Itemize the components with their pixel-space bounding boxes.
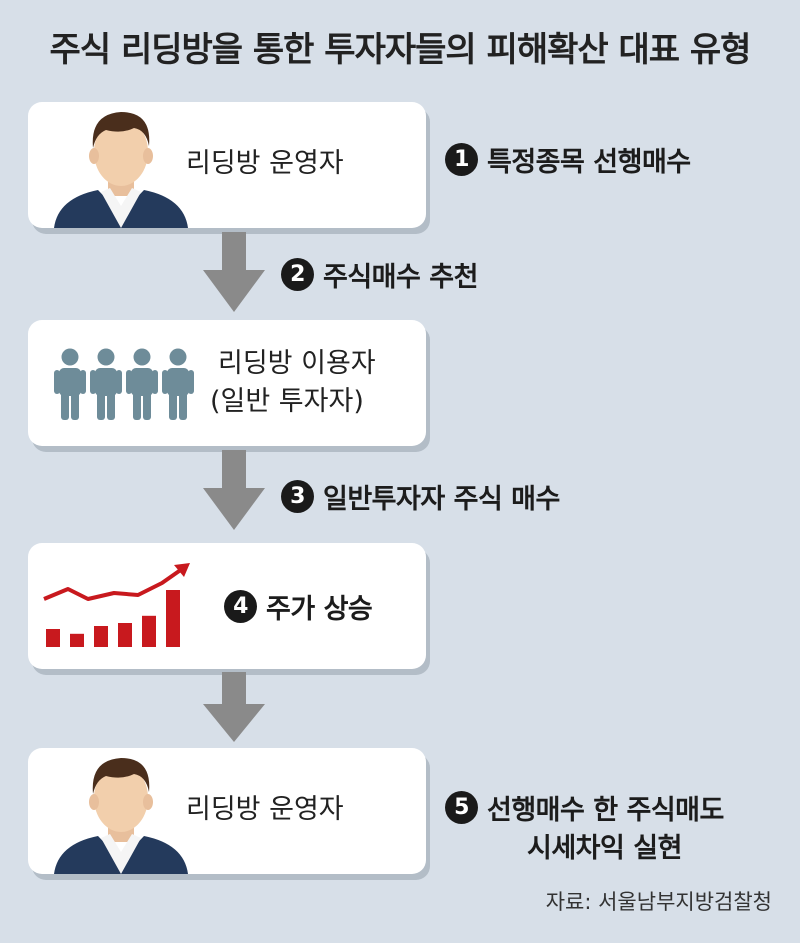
operator-card-bottom: 리딩방 운영자: [28, 748, 426, 874]
chart-icon-bar: [94, 626, 108, 647]
users-card: 리딩방 이용자 (일반 투자자): [28, 320, 426, 446]
step-5: 5 선행매수 한 주식매도: [445, 788, 724, 827]
operator-label-top: 리딩방 운영자: [186, 148, 344, 179]
chart-icon-bar: [46, 629, 60, 647]
step-5-label-line1: 선행매수 한 주식매도: [487, 795, 724, 826]
step-5-badge: 5: [445, 791, 478, 824]
step-3-label: 일반투자자 주식 매수: [323, 484, 560, 515]
step-4: 4 주가 상승: [224, 587, 373, 626]
step-3: 3 일반투자자 주식 매수: [281, 477, 560, 516]
down-arrow-icon: [203, 232, 265, 312]
step-5-label-line2: 시세차익 실현: [527, 833, 682, 864]
step-1-badge: 1: [445, 143, 478, 176]
down-arrow-icon: [203, 672, 265, 742]
users-label-line2: (일반 투자자): [210, 386, 364, 417]
down-arrow-icon: [203, 450, 265, 530]
man-avatar-icon: [54, 112, 188, 228]
step-1: 1 특정종목 선행매수: [445, 140, 691, 179]
man-avatar-icon: [54, 758, 188, 874]
step-4-badge: 4: [224, 590, 257, 623]
price-rise-card: 4 주가 상승: [28, 543, 426, 669]
step-2: 2 주식매수 추천: [281, 255, 478, 294]
chart-icon-bar: [166, 590, 180, 647]
users-label-line1: 리딩방 이용자: [218, 348, 376, 379]
people-group-icon: [54, 348, 194, 420]
rising-chart-icon: [43, 563, 190, 647]
operator-card-top: 리딩방 운영자: [28, 102, 426, 228]
chart-icon-bar: [118, 623, 132, 647]
step-2-label: 주식매수 추천: [323, 262, 478, 293]
page-title: 주식 리딩방을 통한 투자자들의 피해확산 대표 유형: [49, 30, 752, 70]
chart-icon-bar: [70, 633, 84, 647]
chart-icon-bar: [142, 615, 156, 647]
step-4-label: 주가 상승: [266, 594, 373, 625]
step-1-label: 특정종목 선행매수: [487, 147, 691, 178]
operator-label-bottom: 리딩방 운영자: [186, 794, 344, 825]
step-2-badge: 2: [281, 258, 314, 291]
source-note: 자료: 서울남부지방검찰청: [545, 890, 772, 914]
step-3-badge: 3: [281, 480, 314, 513]
